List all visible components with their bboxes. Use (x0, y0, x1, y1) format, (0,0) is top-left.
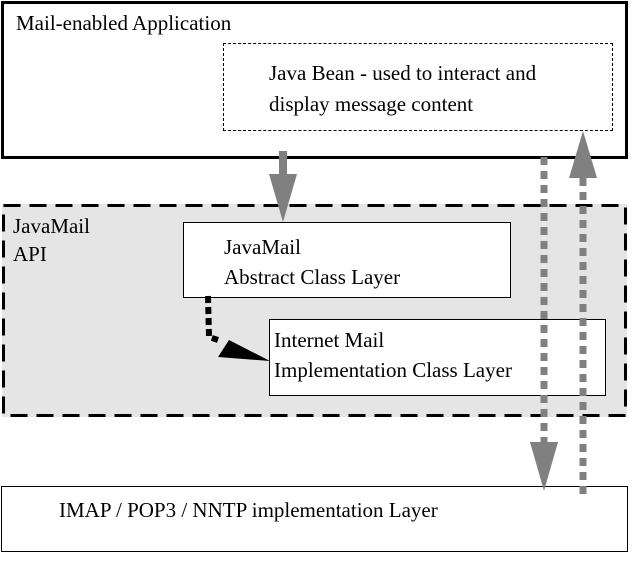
arrow-app-to-protocol (530, 157, 558, 491)
java-bean-box (223, 43, 613, 131)
application-title: Mail-enabled Application (16, 11, 232, 35)
protocol-layer-box (1, 486, 628, 552)
abstract-line-1: JavaMail (224, 235, 301, 259)
impl-line-2: Implementation Class Layer (274, 358, 512, 382)
abstract-line-2: Abstract Class Layer (224, 265, 401, 289)
arrow-abstract-to-implementation (205, 295, 270, 361)
mail-enabled-application-box (1, 1, 628, 159)
api-title-line-2: API (13, 242, 47, 266)
javamail-api-label: JavaMail API (13, 212, 90, 268)
arrow-protocol-to-bean (569, 131, 597, 494)
api-title-line-1: JavaMail (13, 214, 90, 238)
abstract-class-layer-box (183, 222, 511, 298)
protocol-layer-label: IMAP / POP3 / NNTP implementation Layer (59, 498, 438, 522)
arrow-app-to-abstract (269, 151, 297, 222)
java-bean-line-1: Java Bean - used to interact and (269, 61, 537, 85)
javamail-api-border (2, 204, 627, 417)
java-bean-line-2: display message content (269, 92, 474, 116)
implementation-class-layer-label: Internet Mail Implementation Class Layer (274, 325, 512, 385)
java-bean-label: Java Bean - used to interact and display… (269, 58, 536, 120)
implementation-class-layer-box (269, 319, 606, 396)
impl-line-1: Internet Mail (274, 328, 385, 352)
abstract-class-layer-label: JavaMail Abstract Class Layer (224, 232, 400, 292)
